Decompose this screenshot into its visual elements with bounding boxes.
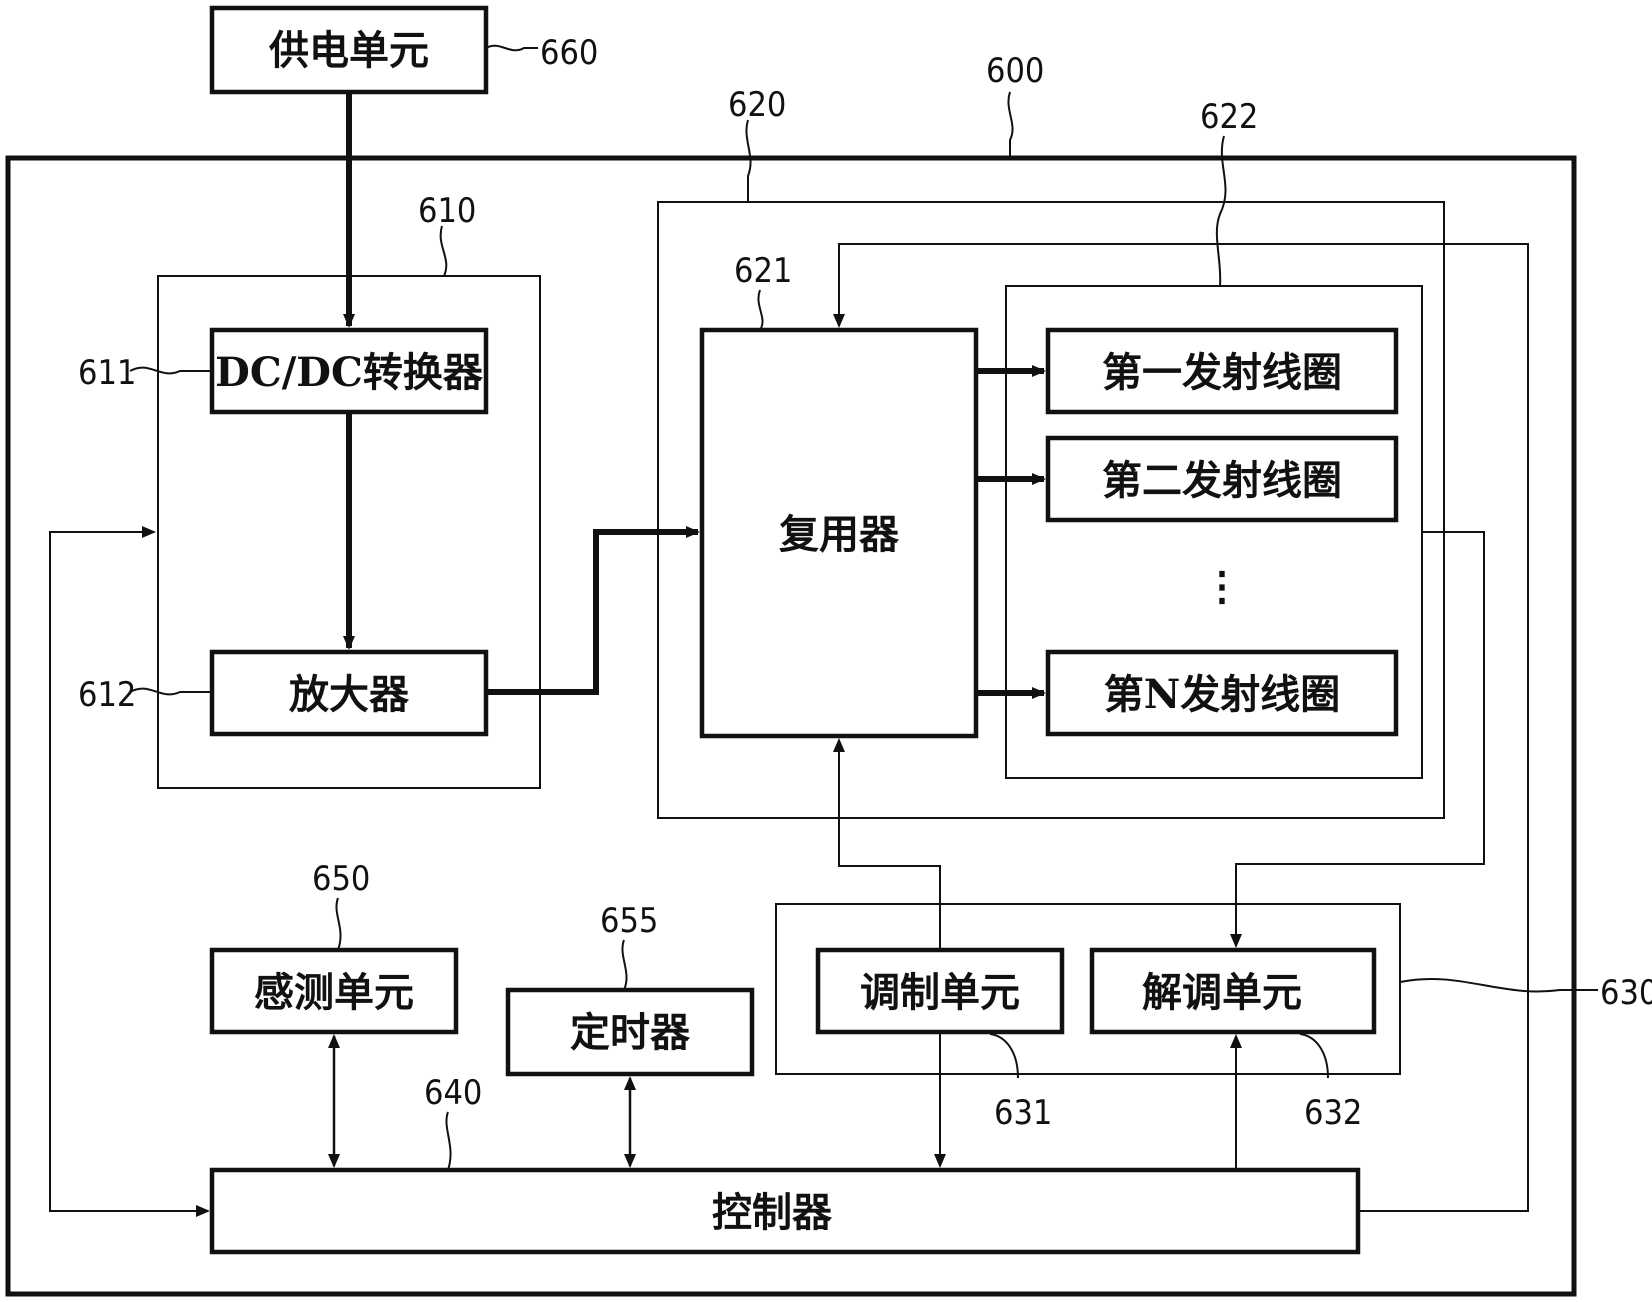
leader-660 (485, 44, 538, 52)
power-supply-block (209, 5, 489, 95)
system-600-frame (5, 155, 1577, 1297)
leader-632 (1299, 1033, 1329, 1079)
coil-2-label: 第二发射线圈 (1102, 457, 1342, 504)
power-supply-label: 供电单元 (269, 27, 429, 74)
coil-1-block (1045, 327, 1399, 415)
leader-611 (129, 366, 212, 375)
amplifier-label: 放大器 (289, 671, 410, 718)
ref-621: 621 (734, 251, 792, 291)
coil-n-label: 第N发射线圈 (1104, 671, 1341, 718)
leader-630 (1399, 978, 1598, 993)
communication-630-frame (775, 903, 1401, 1075)
modulation-to-mux-arrow (833, 738, 941, 950)
coil-1-label: 第一发射线圈 (1102, 349, 1342, 396)
sensing-block (209, 947, 459, 1035)
leader-640 (445, 1111, 452, 1171)
ref-610: 610 (418, 191, 476, 231)
coils-to-demodulation-arrow (1230, 531, 1485, 948)
ref-611: 611 (78, 353, 136, 393)
demodulation-label: 解调单元 (1142, 969, 1302, 1016)
leader-612 (129, 687, 212, 696)
controller-610-loop-arrow (49, 526, 210, 1217)
leader-655 (621, 939, 628, 991)
leader-622 (1215, 135, 1227, 287)
ref-620: 620 (728, 85, 786, 125)
ref-600: 600 (986, 51, 1044, 91)
ref-640: 640 (424, 1073, 482, 1113)
ref-631: 631 (994, 1093, 1052, 1133)
amplifier-to-multiplexer-arrow (486, 526, 700, 695)
coil-2-block (1045, 435, 1399, 523)
ref-630: 630 (1600, 973, 1652, 1013)
multiplexer-label: 复用器 (779, 511, 900, 558)
modulation-label: 调制单元 (860, 969, 1020, 1016)
leader-620 (745, 119, 752, 202)
dcdc-converter-label: DC/DC转换器 (215, 349, 484, 396)
leader-600 (1007, 91, 1014, 158)
leader-610 (439, 225, 448, 277)
demodulation-block (1089, 947, 1377, 1035)
dcdc-converter-block (209, 327, 489, 415)
controller-label: 控制器 (712, 1189, 833, 1236)
ref-622: 622 (1200, 97, 1258, 137)
timer-label: 定时器 (570, 1009, 691, 1056)
sensing-label: 感测单元 (254, 969, 414, 1016)
controller-to-mux-top-arrow (833, 243, 1529, 1212)
controller-block (209, 1167, 1361, 1255)
timer-block (505, 987, 755, 1077)
ref-650: 650 (312, 859, 370, 899)
amplifier-block (209, 649, 489, 737)
coil-ellipsis: ⋮ (1202, 563, 1242, 610)
ref-632: 632 (1304, 1093, 1362, 1133)
coil-n-block (1045, 649, 1399, 737)
multiplexer-block (699, 327, 979, 739)
leader-631 (989, 1033, 1019, 1079)
ref-655: 655 (600, 901, 658, 941)
leader-650 (335, 897, 342, 951)
ref-660: 660 (540, 33, 598, 73)
leader-621 (757, 289, 764, 331)
ref-612: 612 (78, 675, 136, 715)
coil-selection-620-frame (657, 201, 1445, 819)
